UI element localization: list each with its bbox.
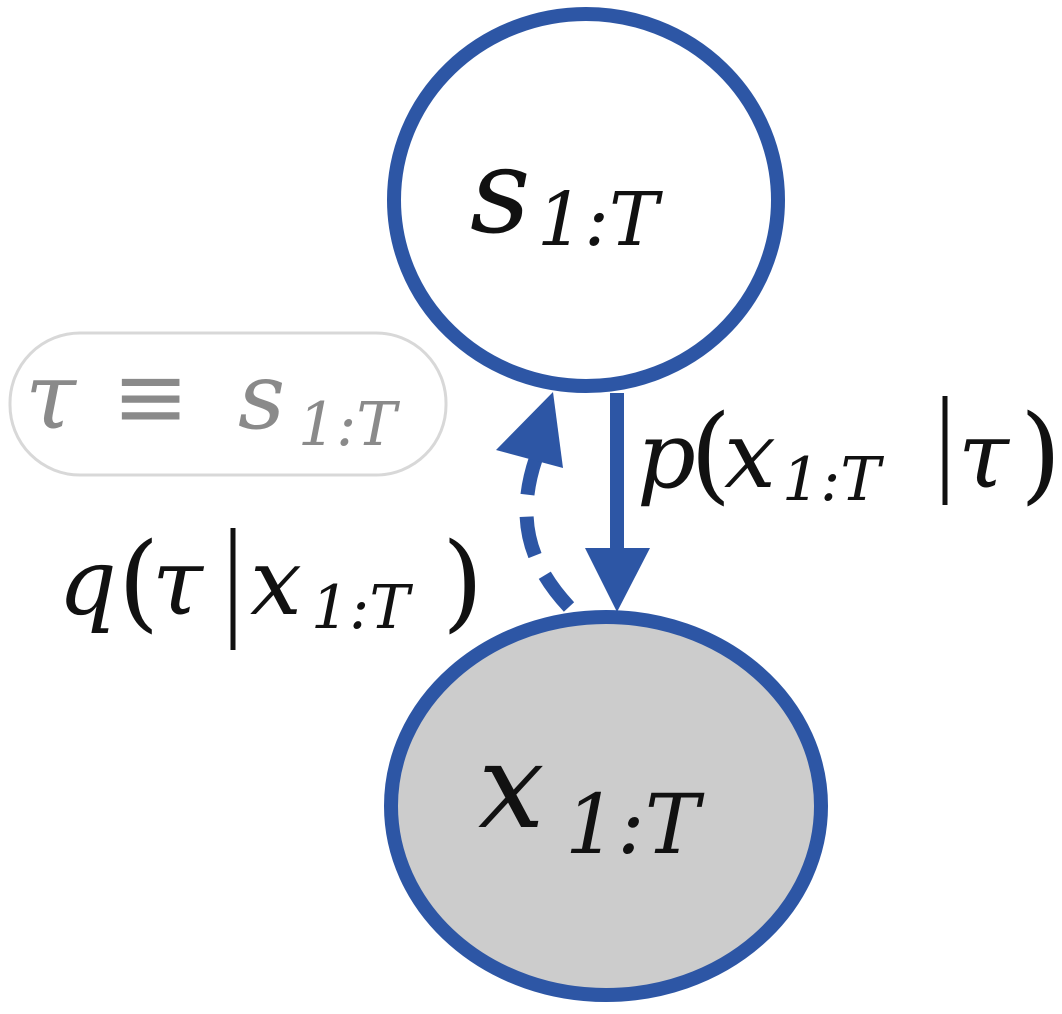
- inference-label-close-paren: ): [442, 520, 483, 643]
- inference-edge: [496, 392, 575, 612]
- latent-node: s 1:T: [387, 7, 785, 393]
- note-relation: ≡: [112, 343, 189, 450]
- observed-node-subscript: 1:T: [565, 778, 705, 873]
- latent-node-circle: [387, 7, 785, 393]
- generative-label-close-paren: ): [1020, 392, 1061, 515]
- generative-label-func: p: [637, 402, 696, 509]
- generative-label-open-paren: (: [690, 392, 731, 515]
- inference-arrowhead: [496, 392, 563, 468]
- generative-label: p ( x 1:T τ ): [637, 392, 1061, 515]
- generative-label-arg-subscript: 1:T: [782, 445, 884, 515]
- generative-edge: [585, 393, 650, 612]
- note-pill-border: [8, 331, 448, 477]
- note-lhs: τ: [25, 343, 78, 450]
- observed-node-circle: [384, 610, 828, 1002]
- generative-arrowhead: [585, 548, 650, 612]
- inference-label: q ( τ x 1:T ): [58, 520, 483, 650]
- generative-label-cond: τ: [958, 402, 1011, 509]
- inference-label-func: q: [58, 529, 117, 636]
- inference-label-cond-subscript: 1:T: [311, 573, 413, 643]
- note-rhs: s: [238, 343, 285, 450]
- inference-label-cond: x: [250, 529, 302, 636]
- inference-edge-path: [519, 455, 575, 612]
- generative-label-arg: x: [724, 402, 776, 509]
- equivalence-note: τ ≡ s 1:T: [8, 331, 448, 477]
- inference-label-arg: τ: [152, 529, 205, 636]
- note-rhs-subscript: 1:T: [298, 390, 400, 460]
- observed-node: x 1:T: [384, 610, 828, 1002]
- observed-node-symbol: x: [478, 717, 545, 855]
- latent-node-symbol: s: [470, 122, 531, 260]
- latent-node-subscript: 1:T: [537, 177, 663, 263]
- inference-label-open-paren: (: [118, 520, 159, 643]
